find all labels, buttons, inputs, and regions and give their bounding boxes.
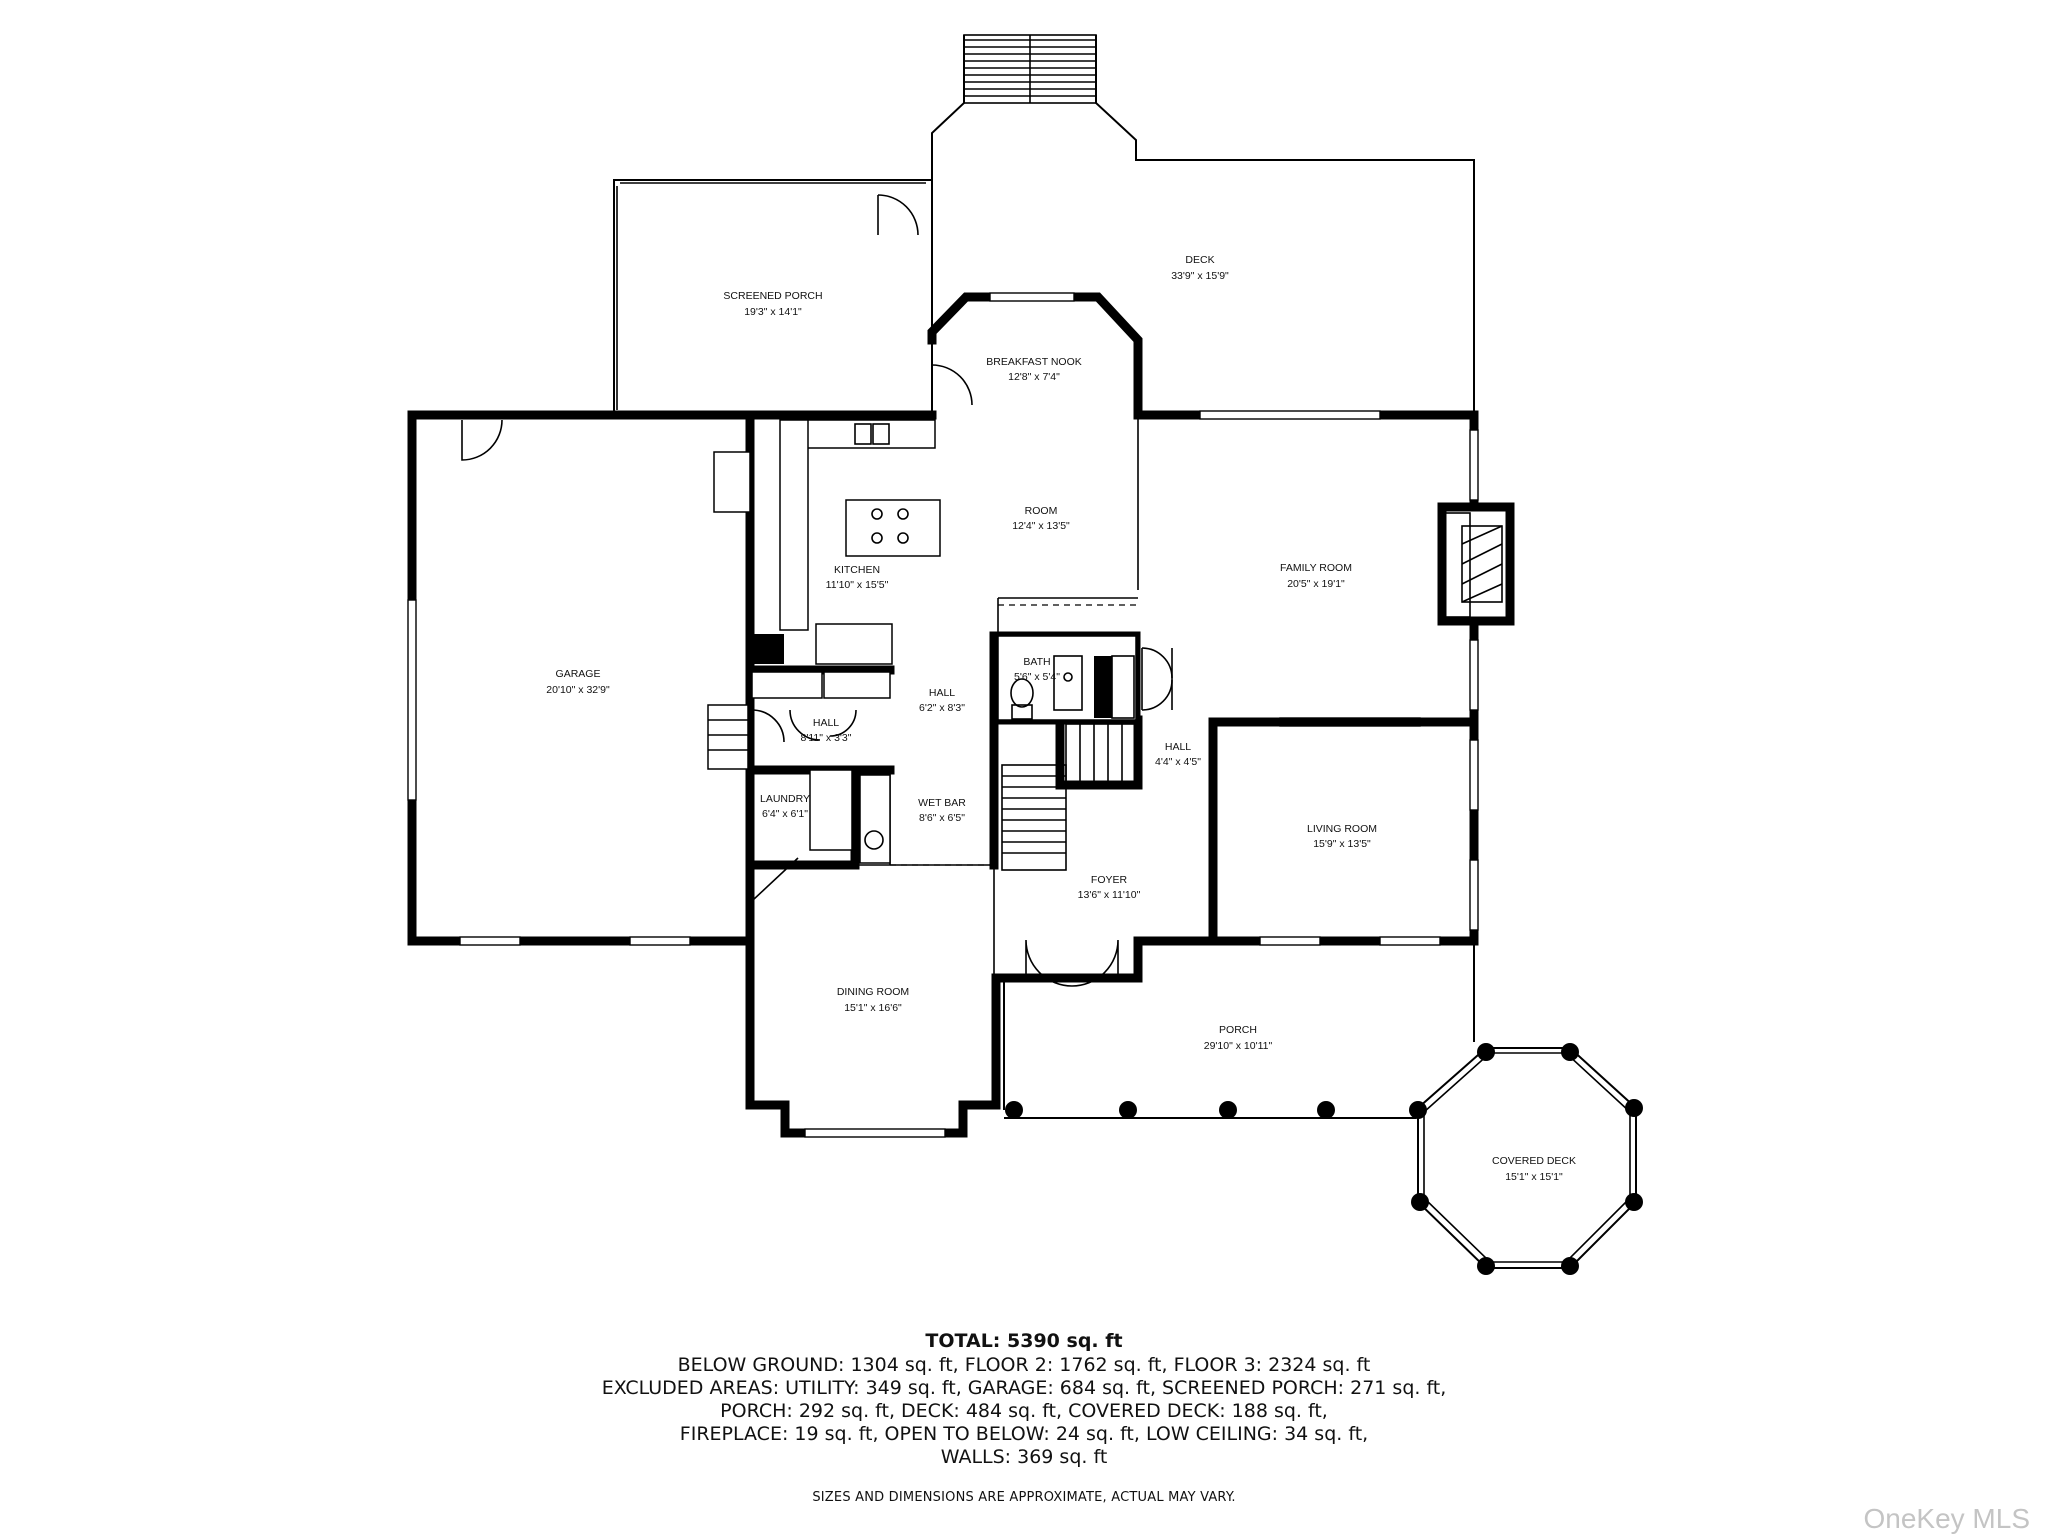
hall-right-label: HALL <box>1165 741 1191 753</box>
living-room-label: LIVING ROOM <box>1307 823 1377 835</box>
hall-center-label: HALL <box>929 687 955 699</box>
deck-stairs <box>963 34 1097 104</box>
breakfast-nook-bay <box>927 292 1143 417</box>
covered-deck-label: COVERED DECK <box>1492 1155 1576 1167</box>
garage-dim: 20'10" x 32'9" <box>546 684 610 696</box>
porch-dim: 29'10" x 10'11" <box>1204 1040 1273 1052</box>
bath-dim: 5'6" x 5'4" <box>1014 671 1060 683</box>
room-dim: 12'4" x 13'5" <box>1012 520 1070 532</box>
bath-label: BATH <box>1023 656 1050 668</box>
total-area: TOTAL: 5390 sq. ft <box>925 1330 1123 1352</box>
garage-label: GARAGE <box>556 668 601 680</box>
wet-bar-label: WET BAR <box>918 797 966 809</box>
dining-room-label: DINING ROOM <box>837 986 909 998</box>
doors <box>1025 647 1173 987</box>
family-room-label: FAMILY ROOM <box>1280 562 1352 574</box>
screened-porch-dim: 19'3" x 14'1" <box>744 306 802 318</box>
room-labels: DECK 33'9" x 15'9" SCREENED PORCH 19'3" … <box>546 254 1576 1183</box>
area-line: EXCLUDED AREAS: UTILITY: 349 sq. ft, GAR… <box>601 1377 1447 1399</box>
porch-label: PORCH <box>1219 1024 1257 1036</box>
covered-deck-dim: 15'1" x 15'1" <box>1505 1171 1563 1183</box>
hall-left-label: HALL <box>813 717 839 729</box>
area-line: BELOW GROUND: 1304 sq. ft, FLOOR 2: 1762… <box>677 1354 1371 1376</box>
dining-room-bay <box>745 857 1001 1138</box>
breakfast-nook-label: BREAKFAST NOOK <box>986 356 1082 368</box>
deck-label: DECK <box>1185 254 1214 266</box>
brand-watermark: OneKey MLS <box>1863 1503 2030 1534</box>
foyer-dim: 13'6" x 11'10" <box>1078 889 1141 901</box>
screened-porch-label: SCREENED PORCH <box>723 290 822 302</box>
area-breakdown: BELOW GROUND: 1304 sq. ft, FLOOR 2: 1762… <box>0 1354 2048 1469</box>
laundry-label: LAUNDRY <box>760 793 810 805</box>
kitchen-dim: 11'10" x 15'5" <box>826 579 889 591</box>
garage-walls <box>407 410 755 946</box>
porch-outline <box>1003 941 1475 1119</box>
kitchen-label: KITCHEN <box>834 564 880 576</box>
disclaimer: SIZES AND DIMENSIONS ARE APPROXIMATE, AC… <box>812 1490 1236 1505</box>
room-label: ROOM <box>1025 505 1058 517</box>
bath-fixtures <box>997 597 1138 721</box>
wet-bar-dim: 8'6" x 6'5" <box>919 812 965 824</box>
foyer-label: FOYER <box>1091 874 1128 886</box>
deck-dim: 33'9" x 15'9" <box>1171 270 1229 282</box>
breakfast-nook-dim: 12'8" x 7'4" <box>1008 371 1060 383</box>
area-line: WALLS: 369 sq. ft <box>940 1446 1108 1468</box>
living-room-dim: 15'9" x 13'5" <box>1313 838 1371 850</box>
foyer-stairs <box>1001 723 1137 871</box>
fireplace <box>1437 502 1515 626</box>
laundry-dim: 6'4" x 6'1" <box>762 808 808 820</box>
hall-right-dim: 4'4" x 4'5" <box>1155 756 1201 768</box>
dining-room-dim: 15'1" x 16'6" <box>844 1002 902 1014</box>
porch-posts <box>1005 1101 1427 1119</box>
kitchen-fixtures <box>713 419 941 699</box>
area-line: FIREPLACE: 19 sq. ft, OPEN TO BELOW: 24 … <box>679 1423 1369 1445</box>
hall-center-dim: 6'2" x 8'3" <box>919 702 965 714</box>
area-line: PORCH: 292 sq. ft, DECK: 484 sq. ft, COV… <box>720 1400 1328 1422</box>
family-room-dim: 20'5" x 19'1" <box>1287 578 1345 590</box>
covered-deck-posts <box>1411 1043 1643 1275</box>
laundry-area <box>707 704 891 864</box>
hall-left-dim: 8'11" x 3'3" <box>801 732 852 744</box>
